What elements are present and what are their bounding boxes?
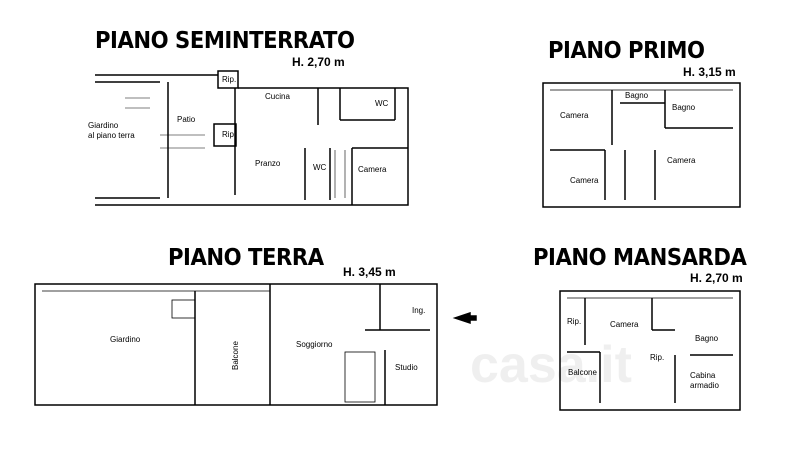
room-label: Bagno (695, 334, 719, 343)
room-label: Soggiorno (296, 340, 333, 349)
title-seminterrato: PIANO SEMINTERRATO (95, 28, 355, 54)
room-label: Rip. (222, 130, 236, 139)
plan-seminterrato: Rip. Cucina WC Giardino al piano terra P… (88, 70, 409, 206)
title-terra: PIANO TERRA (168, 245, 324, 271)
title-primo: PIANO PRIMO (548, 38, 705, 64)
room-label: Camera (358, 165, 387, 174)
room-label: Pranzo (255, 159, 281, 168)
room-label: Patio (177, 115, 196, 124)
room-label: Cabina (690, 371, 716, 380)
room-label: Giardino (88, 121, 119, 130)
room-label: Rip. (567, 317, 581, 326)
room-label: al piano terra (88, 131, 135, 140)
plan-primo: Bagno Bagno Camera Camera Camera (542, 82, 741, 208)
height-seminterrato: H. 2,70 m (292, 55, 345, 69)
plan-mansarda: Rip. Camera Bagno Rip. Balcone Cabina ar… (559, 290, 741, 411)
room-label: Giardino (110, 335, 141, 344)
room-label: WC (375, 99, 389, 108)
height-primo: H. 3,15 m (683, 65, 736, 79)
room-label: Balcone (231, 341, 240, 370)
height-mansarda: H. 2,70 m (690, 271, 743, 285)
room-label: Camera (570, 176, 599, 185)
room-label: Studio (395, 363, 418, 372)
room-label: armadio (690, 381, 719, 390)
room-label: WC (313, 163, 327, 172)
room-label: Ing. (412, 306, 425, 315)
title-mansarda: PIANO MANSARDA (533, 245, 747, 271)
room-label: Balcone (568, 368, 597, 377)
plan-terra: Giardino Balcone Soggiorno Ing. Studio (34, 283, 477, 406)
room-label: Camera (667, 156, 696, 165)
room-label: Camera (560, 111, 589, 120)
watermark-logo: casa.it (470, 336, 632, 394)
room-label: Bagno (625, 91, 649, 100)
room-label: Rip. (222, 75, 236, 84)
height-terra: H. 3,45 m (343, 265, 396, 279)
room-label: Rip. (650, 353, 664, 362)
room-label: Cucina (265, 92, 290, 101)
room-label: Bagno (672, 103, 696, 112)
room-label: Camera (610, 320, 639, 329)
